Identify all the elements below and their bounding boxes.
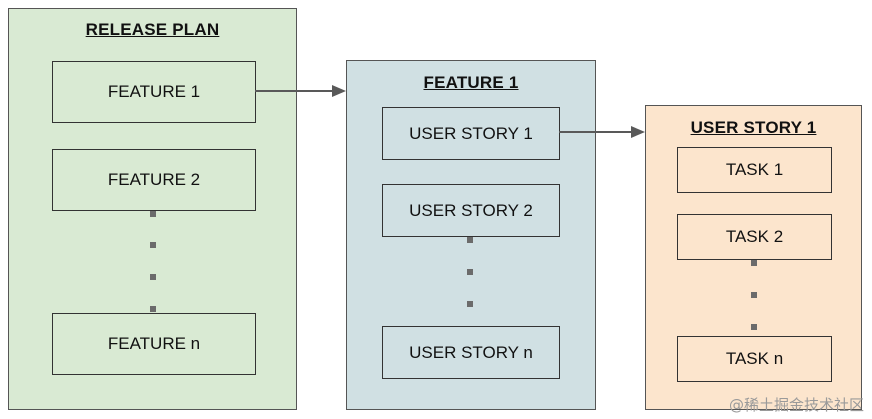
arrowhead-icon [631, 126, 645, 138]
ellipsis-dot [150, 242, 156, 248]
release-plan-title: RELEASE PLAN [85, 20, 220, 39]
task-n-box: TASK n [677, 336, 832, 382]
release-plan-panel: RELEASE PLAN FEATURE 1 FEATURE 2 FEATURE… [8, 8, 297, 410]
ellipsis-dot [150, 211, 156, 217]
task-2-box: TASK 2 [677, 214, 832, 260]
user-story-n-box: USER STORY n [382, 326, 560, 379]
feature-2-box: FEATURE 2 [52, 149, 256, 211]
ellipsis-dot [467, 269, 473, 275]
ellipsis-dot [467, 301, 473, 307]
ellipsis-dot [751, 260, 757, 266]
user-story-panel-title: USER STORY 1 [690, 118, 817, 137]
ellipsis-dot [150, 306, 156, 312]
feature-panel: FEATURE 1 USER STORY 1 USER STORY 2 USER… [346, 60, 596, 410]
ellipsis-dot [150, 274, 156, 280]
user-story-2-box: USER STORY 2 [382, 184, 560, 237]
user-story-1-box: USER STORY 1 [382, 107, 560, 160]
ellipsis-dot [751, 292, 757, 298]
ellipsis-dot [467, 237, 473, 243]
feature-1-box: FEATURE 1 [52, 61, 256, 123]
ellipsis-dot [751, 324, 757, 330]
arrowhead-icon [332, 85, 346, 97]
user-story-panel: USER STORY 1 TASK 1 TASK 2 TASK n [645, 105, 862, 410]
watermark: @稀土掘金技术社区 [728, 396, 864, 414]
task-1-box: TASK 1 [677, 147, 832, 193]
feature-n-box: FEATURE n [52, 313, 256, 375]
feature-panel-title: FEATURE 1 [423, 73, 519, 92]
